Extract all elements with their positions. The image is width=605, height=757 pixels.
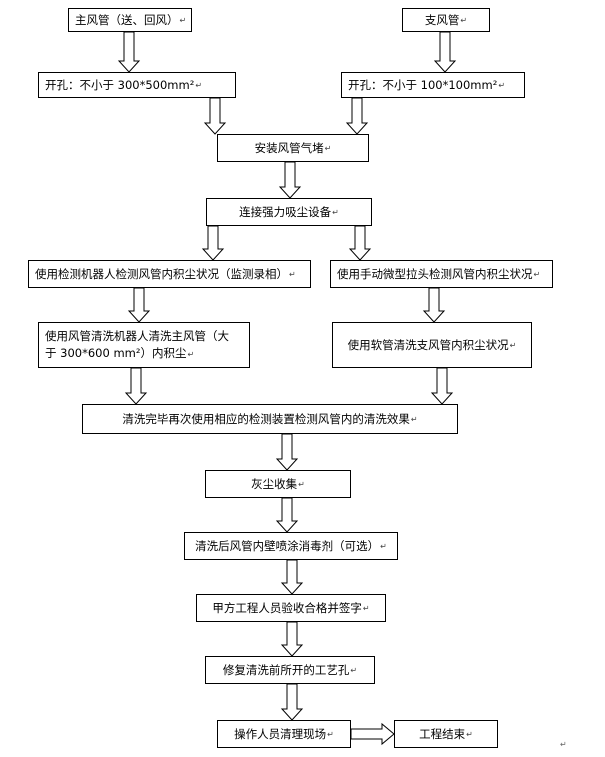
node-hole-branch: 开孔：不小于 100*100mm²↵ <box>341 72 525 98</box>
paragraph-mark: ↵ <box>289 269 296 279</box>
node-robot-inspect-label: 使用检测机器人检测风管内积尘状况（监测录相） <box>35 266 288 281</box>
paragraph-mark: ↵ <box>560 740 567 749</box>
paragraph-mark: ↵ <box>466 729 473 739</box>
node-robot-clean-text: 使用风管清洗机器人清洗主风管（大 于 300*600 mm²）内积尘↵ <box>45 328 229 363</box>
node-cleanup-label: 操作人员清理现场 <box>234 726 327 741</box>
node-robot-inspect: 使用检测机器人检测风管内积尘状况（监测录相）↵ <box>28 260 311 288</box>
down-arrow <box>433 31 457 73</box>
down-arrow <box>127 287 151 323</box>
node-install-airbag: 安装风管气堵↵ <box>217 134 369 162</box>
node-acceptance-label: 甲方工程人员验收合格并签字 <box>212 600 362 615</box>
node-dust-collect: 灰尘收集↵ <box>205 470 351 498</box>
node-robot-clean-line1: 使用风管清洗机器人清洗主风管（大 <box>45 328 229 343</box>
node-hole-main-label: 开孔：不小于 300*500mm² <box>45 77 195 92</box>
node-hole-main: 开孔：不小于 300*500mm²↵ <box>38 72 236 98</box>
node-manual-probe: 使用手动微型拉头检测风管内积尘状况↵ <box>330 260 553 288</box>
node-connect-vacuum-label: 连接强力吸尘设备 <box>239 204 332 219</box>
node-recheck-label: 清洗完毕再次使用相应的检测装置检测风管内的清洗效果 <box>122 411 410 426</box>
node-robot-clean: 使用风管清洗机器人清洗主风管（大 于 300*600 mm²）内积尘↵ <box>38 322 250 368</box>
down-arrow <box>275 497 299 533</box>
node-recheck: 清洗完毕再次使用相应的检测装置检测风管内的清洗效果↵ <box>82 404 458 434</box>
node-disinfect-label: 清洗后风管内壁喷涂消毒剂（可选） <box>195 538 380 553</box>
node-branch-duct: 支风管↵ <box>402 8 490 32</box>
node-acceptance: 甲方工程人员验收合格并签字↵ <box>196 594 386 622</box>
node-main-duct: 主风管（送、回风）↵ <box>68 8 192 32</box>
node-connect-vacuum: 连接强力吸尘设备↵ <box>206 198 372 226</box>
node-hole-branch-label: 开孔：不小于 100*100mm² <box>348 77 498 92</box>
down-arrow <box>280 683 304 721</box>
down-arrow <box>280 621 304 657</box>
paragraph-mark: ↵ <box>327 729 334 739</box>
node-project-end: 工程结束↵ <box>394 720 498 748</box>
node-branch-duct-label: 支风管 <box>424 12 460 27</box>
down-arrow <box>348 225 372 261</box>
down-arrow <box>280 559 304 595</box>
down-arrow <box>201 225 225 261</box>
paragraph-mark: ↵ <box>332 207 339 217</box>
node-repair-holes: 修复清洗前所开的工艺孔↵ <box>205 656 375 684</box>
down-arrow <box>203 97 227 135</box>
down-arrow <box>422 287 446 323</box>
paragraph-mark: ↵ <box>380 541 387 551</box>
node-robot-clean-line2: 于 300*600 mm²）内积尘↵ <box>45 345 229 363</box>
down-arrow <box>278 161 302 199</box>
node-main-duct-label: 主风管（送、回风） <box>75 12 179 27</box>
down-arrow <box>117 31 141 73</box>
paragraph-mark: ↵ <box>460 15 468 25</box>
down-arrow <box>430 367 454 405</box>
paragraph-mark: ↵ <box>533 269 541 279</box>
paragraph-mark: ↵ <box>509 340 517 350</box>
paragraph-mark: ↵ <box>362 603 370 613</box>
down-arrow <box>275 433 299 471</box>
node-hose-clean-label: 使用软管清洗支风管内积尘状况 <box>347 337 509 352</box>
down-arrow <box>345 97 369 135</box>
node-project-end-label: 工程结束 <box>419 726 466 741</box>
node-dust-collect-label: 灰尘收集 <box>251 476 298 491</box>
paragraph-mark: ↵ <box>410 414 418 424</box>
node-disinfect: 清洗后风管内壁喷涂消毒剂（可选）↵ <box>184 532 398 560</box>
node-hose-clean: 使用软管清洗支风管内积尘状况↵ <box>332 322 532 368</box>
paragraph-mark: ↵ <box>179 15 187 25</box>
paragraph-mark: ↵ <box>298 479 305 489</box>
node-manual-probe-label: 使用手动微型拉头检测风管内积尘状况 <box>337 266 533 281</box>
paragraph-mark: ↵ <box>350 665 358 675</box>
node-cleanup: 操作人员清理现场↵ <box>217 720 351 748</box>
node-repair-holes-label: 修复清洗前所开的工艺孔 <box>222 662 350 677</box>
down-arrow <box>124 367 148 405</box>
paragraph-mark: ↵ <box>324 143 332 153</box>
node-robot-clean-line2-text: 于 300*600 mm²）内积尘 <box>45 345 187 360</box>
right-arrow <box>350 722 395 746</box>
paragraph-mark: ↵ <box>498 80 506 90</box>
paragraph-mark: ↵ <box>195 80 203 90</box>
paragraph-mark: ↵ <box>187 349 195 359</box>
node-install-airbag-label: 安装风管气堵 <box>254 140 324 155</box>
